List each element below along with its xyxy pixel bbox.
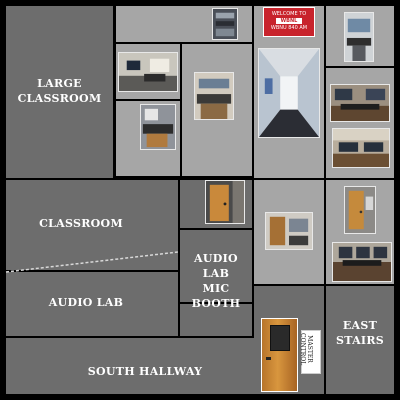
- label-large-classroom: LARGE CLASSROOM: [17, 77, 102, 105]
- photo-edit-workstation[interactable]: [332, 242, 392, 282]
- sign-welcome-text: WELCOME TO: [271, 11, 307, 17]
- photo-east-office[interactable]: [344, 12, 374, 62]
- photo-production-desk[interactable]: [194, 72, 234, 120]
- room-east-stairs[interactable]: [326, 286, 394, 394]
- sign-station-name: WBNL: [276, 18, 302, 24]
- sign-station-sub: WBNU 840 AM: [270, 25, 308, 31]
- photo-storage-door[interactable]: [205, 180, 245, 224]
- room-audio-lab[interactable]: [6, 272, 178, 336]
- door-handle-icon: [266, 357, 271, 360]
- room-large-classroom[interactable]: [6, 6, 113, 178]
- label-south-hallway: SOUTH HALLWAY: [87, 365, 203, 378]
- photo-lobby-hallway[interactable]: [258, 48, 320, 138]
- label-audio-lab: AUDIO LAB: [48, 296, 124, 309]
- photo-studio-overview[interactable]: [118, 52, 178, 92]
- room-small-office[interactable]: [180, 304, 252, 336]
- photo-office-desk[interactable]: [140, 104, 176, 150]
- label-classroom: CLASSROOM: [39, 217, 123, 230]
- photo-edit-suite[interactable]: [344, 186, 376, 234]
- welcome-sign[interactable]: WELCOME TO WBNL WBNU 840 AM: [263, 7, 315, 37]
- master-control-sign: MASTER CONTROL: [299, 330, 321, 374]
- photo-control-room-console[interactable]: [332, 128, 390, 168]
- photo-equipment-rack[interactable]: [212, 8, 238, 40]
- master-control-label: MASTER CONTROL: [299, 333, 313, 366]
- photo-control-room-board[interactable]: [330, 84, 390, 122]
- label-audio-lab-mic-booth: AUDIO LAB MIC BOOTH: [191, 252, 241, 310]
- photo-hall-booth[interactable]: [265, 212, 313, 250]
- label-east-stairs: EAST STAIRS: [335, 319, 385, 347]
- door-window-icon: [270, 325, 290, 351]
- room-audio-lab-mic-booth[interactable]: [180, 230, 252, 302]
- master-control-door[interactable]: [261, 318, 298, 392]
